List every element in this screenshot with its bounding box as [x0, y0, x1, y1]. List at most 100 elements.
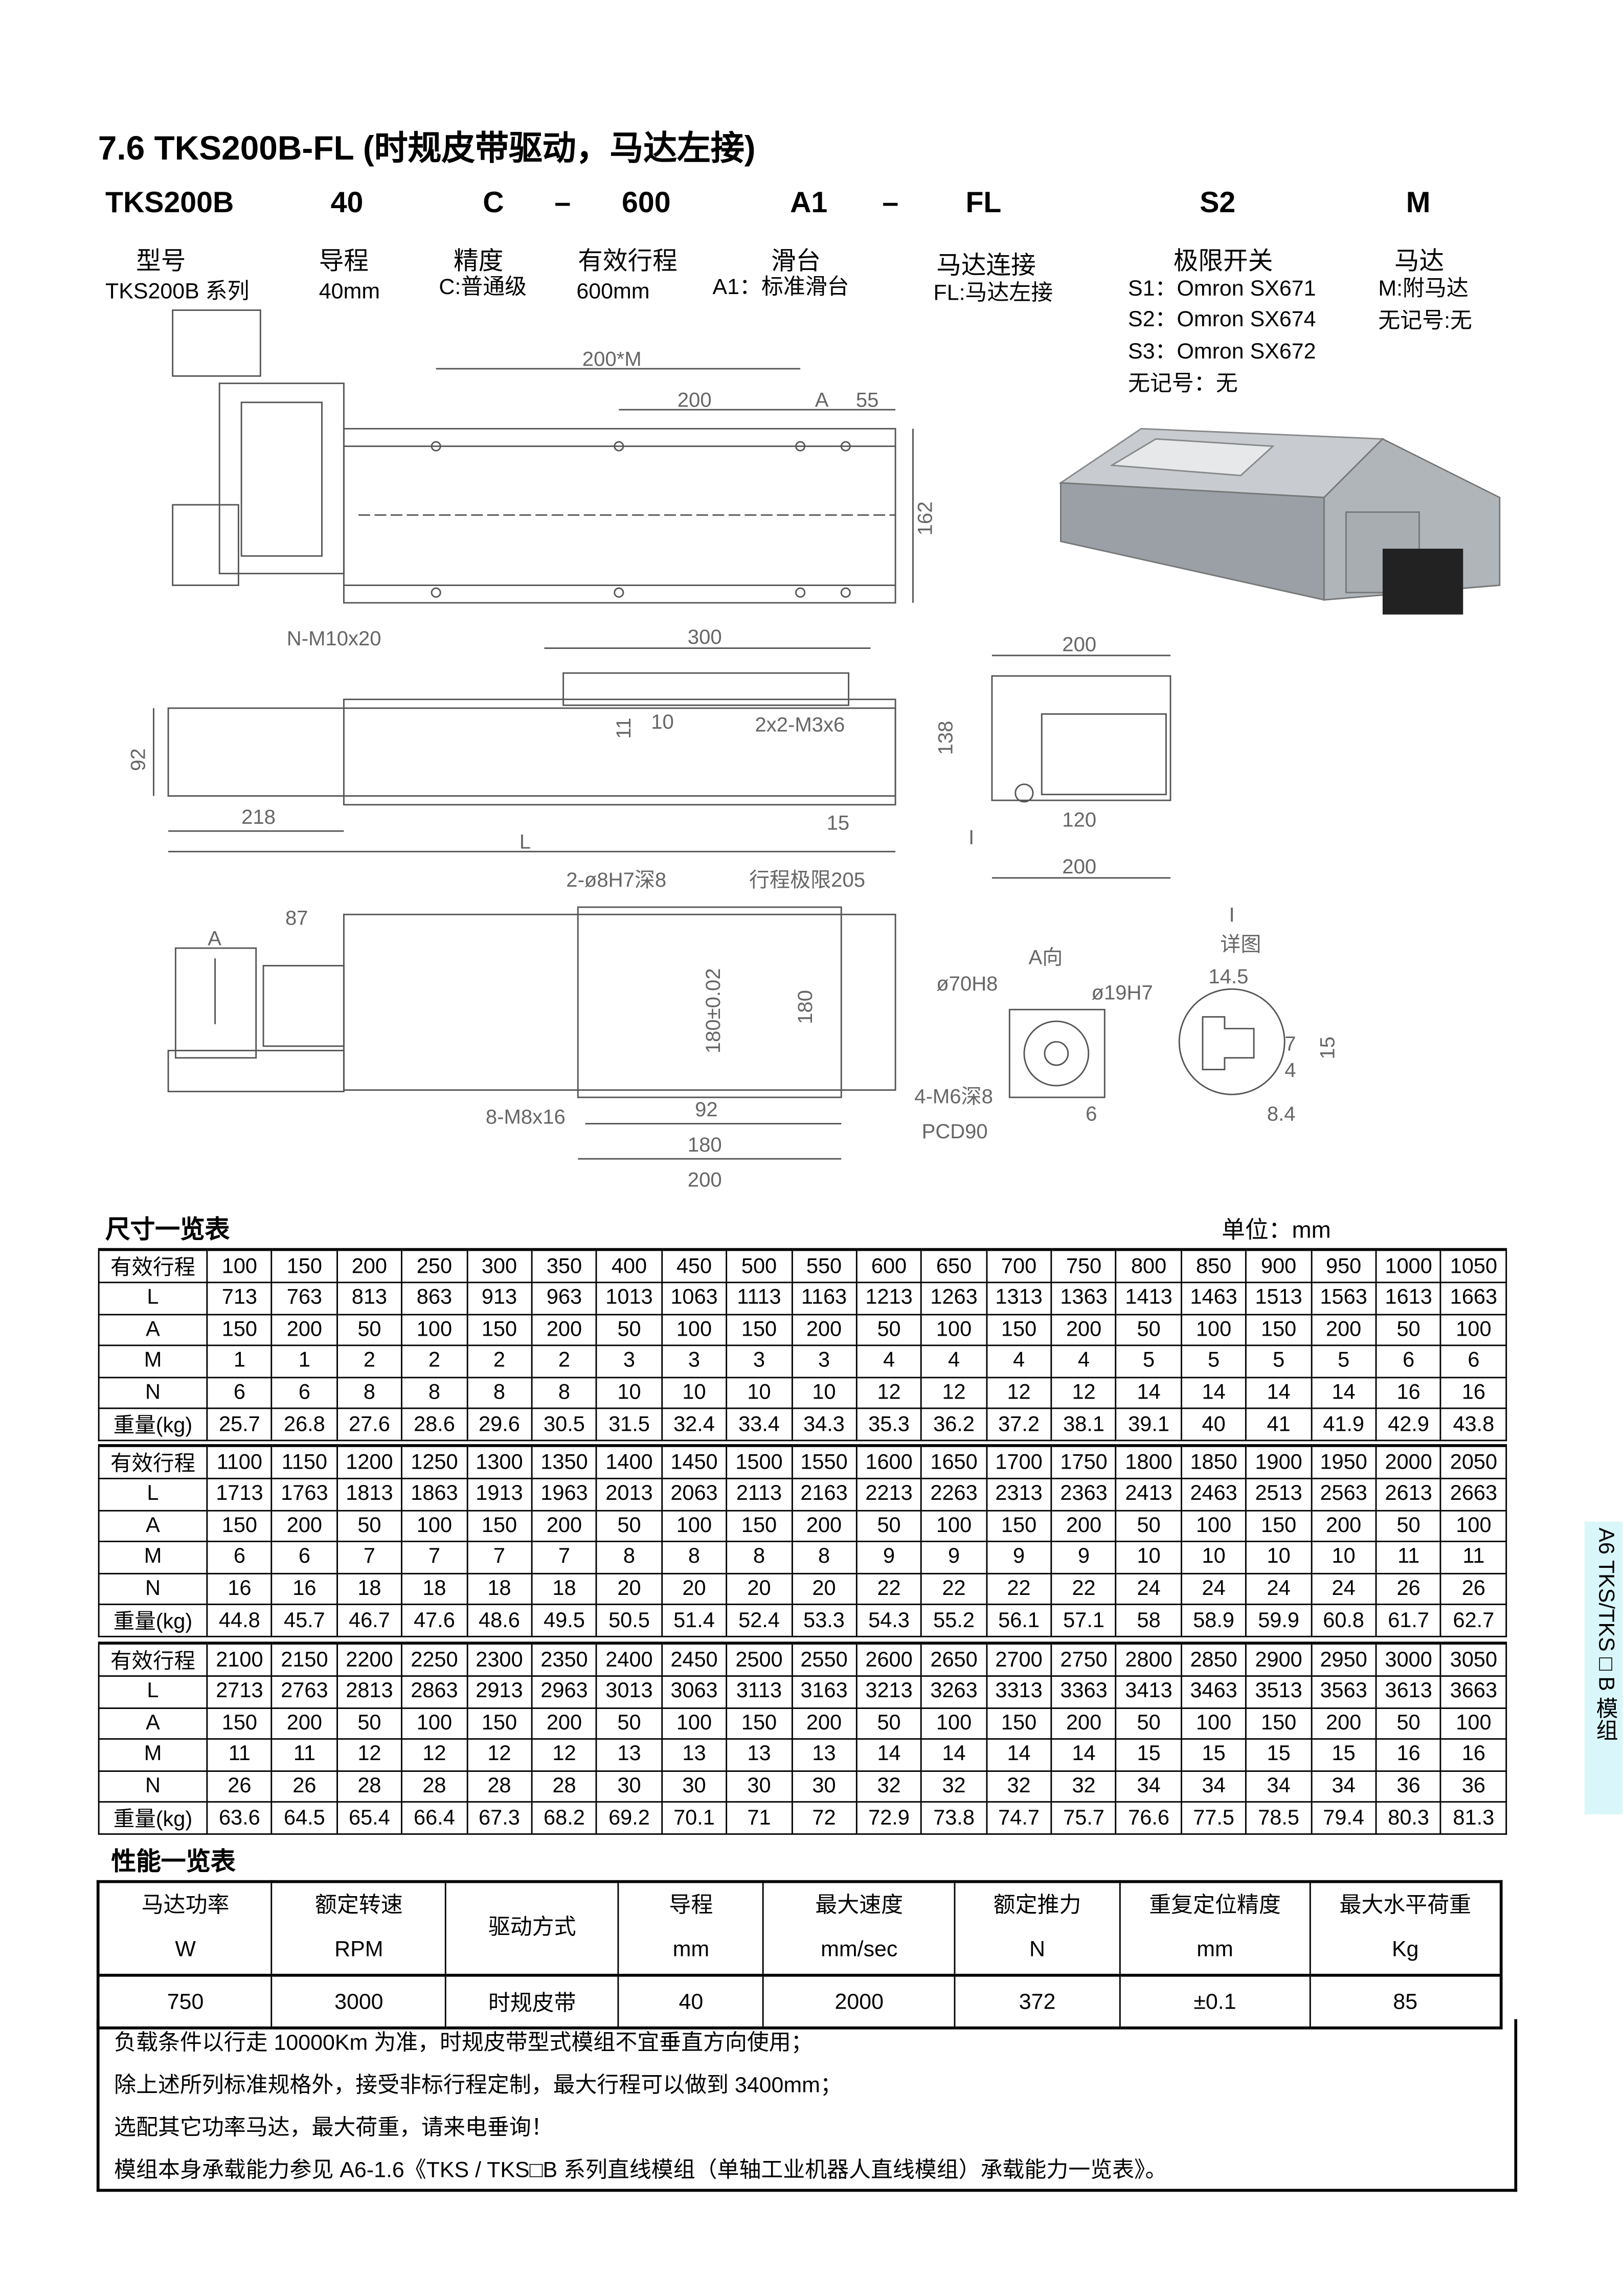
- table-cell: 8: [726, 1540, 793, 1574]
- table-cell: 1150: [271, 1444, 338, 1479]
- table-cell: 9: [985, 1540, 1052, 1574]
- table-cell: 3213: [855, 1675, 922, 1708]
- table-cell: 6: [206, 1540, 273, 1574]
- a-direction-view: [1008, 1008, 1106, 1098]
- table-cell: 200: [531, 1706, 598, 1740]
- table-cell: 1063: [661, 1281, 728, 1315]
- table-cell: 3063: [661, 1675, 728, 1708]
- code-dash: –: [554, 187, 571, 220]
- table-cell: 18: [336, 1572, 403, 1605]
- table-cell: 1113: [726, 1281, 793, 1315]
- table-cell: 76.6: [1115, 1801, 1182, 1835]
- table-cell: 8: [661, 1540, 728, 1574]
- table-cell: 1550: [791, 1444, 858, 1479]
- table-cell: 2: [336, 1344, 403, 1378]
- table-cell: 1200: [336, 1444, 403, 1479]
- table-cell: 64.5: [271, 1801, 338, 1835]
- table-cell: 2650: [920, 1641, 987, 1677]
- table-cell: 4: [1050, 1344, 1117, 1378]
- table-cell: 50: [596, 1313, 663, 1346]
- table-cell: 150: [1245, 1313, 1312, 1346]
- table-cell: 36: [1375, 1769, 1442, 1803]
- table-cell: 7: [466, 1540, 533, 1574]
- table-cell: 3000: [271, 1974, 447, 2030]
- table-cell: 3663: [1440, 1675, 1507, 1708]
- table-cell: 12: [336, 1738, 403, 1771]
- table-cell: 34: [1310, 1769, 1377, 1803]
- table-cell: 863: [401, 1281, 468, 1315]
- bottom-view: [167, 906, 896, 1160]
- table-cell: 10: [791, 1376, 858, 1409]
- dim-label: 180: [688, 1134, 722, 1156]
- table-cell: 28: [401, 1769, 468, 1803]
- table-cell: 2363: [1050, 1477, 1117, 1511]
- table-cell: 25.7: [206, 1407, 273, 1442]
- table-cell: 22: [985, 1572, 1052, 1605]
- table-cell: 33.4: [726, 1407, 793, 1442]
- table-cell: 28: [336, 1769, 403, 1803]
- header-label: 最大速度: [815, 1893, 904, 1919]
- table-cell: 59.9: [1245, 1603, 1312, 1637]
- table-cell: 200: [1310, 1313, 1377, 1346]
- table-cell: 16: [206, 1572, 273, 1605]
- table-cell: 8: [531, 1376, 598, 1409]
- legend-label: 马达: [1394, 247, 1445, 275]
- table-cell: 28.6: [401, 1407, 468, 1442]
- table-cell: 12: [855, 1376, 922, 1409]
- table-cell: 22: [1050, 1572, 1117, 1605]
- dim-label: 详图: [1220, 933, 1261, 956]
- table-cell: 1250: [401, 1444, 468, 1479]
- table-cell: 5: [1180, 1344, 1247, 1378]
- dim-label: 10: [651, 711, 674, 733]
- table-cell: 1100: [206, 1444, 273, 1479]
- table-cell: 27.6: [336, 1407, 403, 1442]
- table-cell: 2463: [1180, 1477, 1247, 1511]
- table-cell: 60.8: [1310, 1603, 1377, 1637]
- table-cell: 44.8: [206, 1603, 273, 1637]
- table-cell: 1750: [1050, 1444, 1117, 1479]
- table-cell: 50: [596, 1706, 663, 1740]
- row-header: N: [98, 1769, 208, 1803]
- table-cell: 1400: [596, 1444, 663, 1479]
- table-cell: 100: [1180, 1706, 1247, 1740]
- dim-label: 15: [1317, 1037, 1339, 1060]
- table-cell: 150: [726, 1706, 793, 1740]
- table-cell: 150: [466, 1313, 533, 1346]
- table-cell: 30: [791, 1769, 858, 1803]
- table-cell: 14: [1245, 1376, 1312, 1409]
- table-cell: 37.2: [985, 1407, 1052, 1442]
- table-cell: 100: [1180, 1313, 1247, 1346]
- dim-label: 200: [1062, 633, 1096, 656]
- table-cell: 81.3: [1440, 1801, 1507, 1835]
- table-cell: 16: [1440, 1738, 1507, 1771]
- table-cell: 34: [1180, 1769, 1247, 1803]
- table-cell: 14: [1115, 1376, 1182, 1409]
- table-cell: 77.5: [1180, 1801, 1247, 1835]
- table-cell: 13: [726, 1738, 793, 1771]
- table-cell: 3113: [726, 1675, 793, 1708]
- table-cell: 3563: [1310, 1675, 1377, 1708]
- table-cell: 200: [791, 1509, 858, 1542]
- dim-label: 200: [678, 389, 712, 411]
- table-cell: 7: [336, 1540, 403, 1574]
- table-cell: 26: [271, 1769, 338, 1803]
- table-cell: 2700: [985, 1641, 1052, 1677]
- table-cell: 3: [726, 1344, 793, 1378]
- table-cell: 1350: [531, 1444, 598, 1479]
- table-cell: 1300: [466, 1444, 533, 1479]
- table-cell: 2100: [206, 1641, 273, 1677]
- section-side-tab[interactable]: A6 TKS/TKS□B 模组: [1584, 1521, 1623, 1815]
- table-cell: 16: [1440, 1376, 1507, 1409]
- table-cell: 20: [791, 1572, 858, 1605]
- header-label: 导程: [669, 1893, 713, 1919]
- table-cell: 22: [855, 1572, 922, 1605]
- table-cell: 11: [271, 1738, 338, 1771]
- table-cell: 9: [855, 1540, 922, 1574]
- table-cell: 150: [206, 1706, 273, 1740]
- note-line: 除上述所列标准规格外，接受非标行程定制，最大行程可以做到 3400mm；: [114, 2073, 842, 2099]
